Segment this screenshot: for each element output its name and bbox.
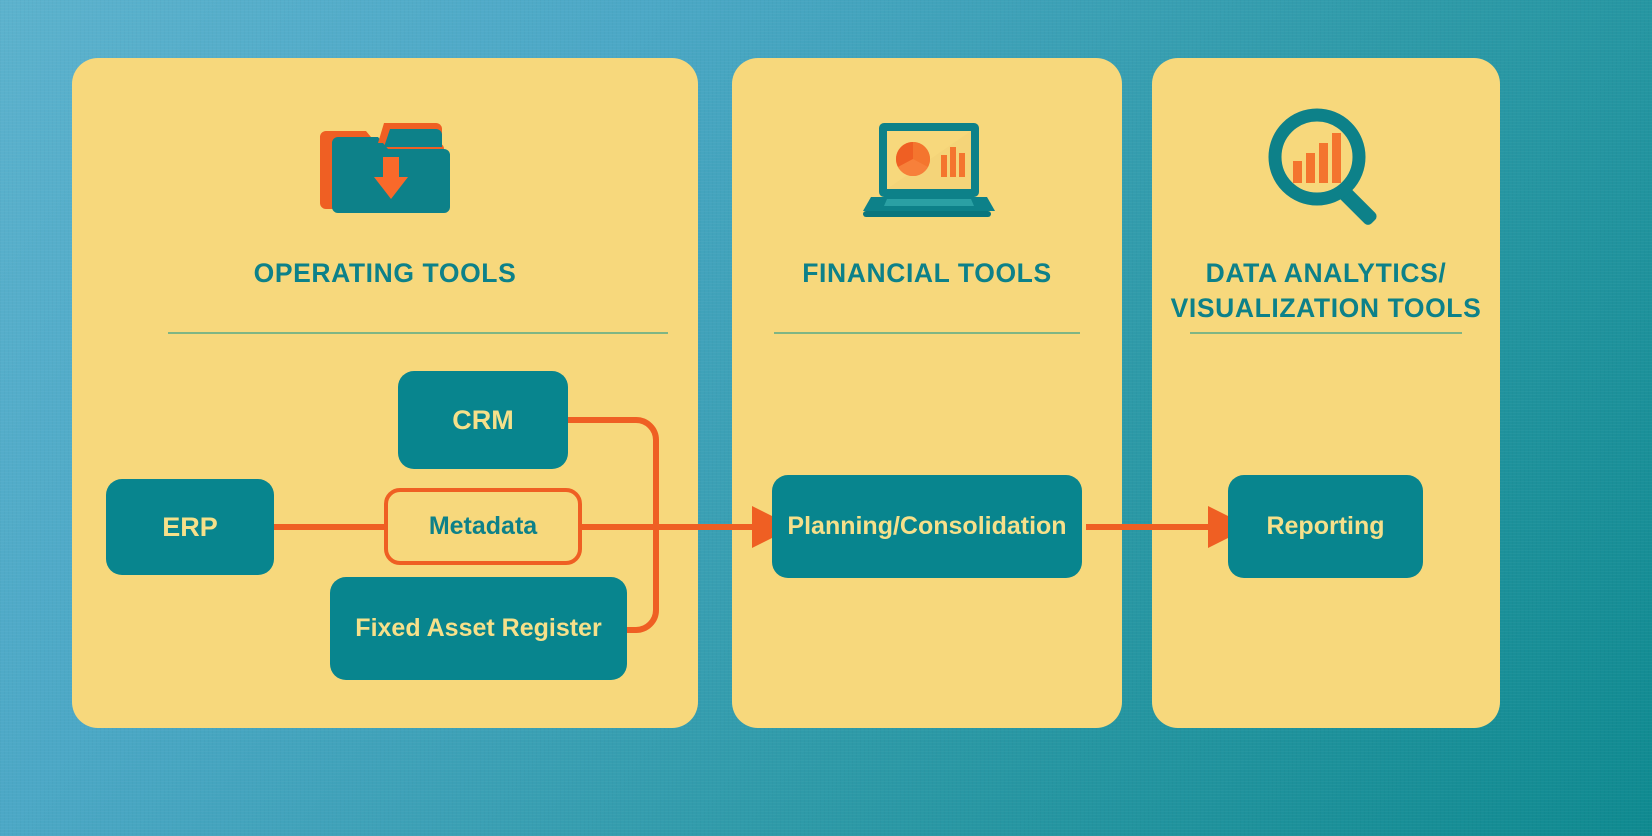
panel-title-data-analytics-visualization-tools: DATA ANALYTICS/ VISUALIZATION TOOLS bbox=[1152, 256, 1500, 326]
node-fixed-asset-register[interactable]: Fixed Asset Register bbox=[330, 577, 627, 680]
node-crm[interactable]: CRM bbox=[398, 371, 568, 469]
node-planning-consolidation[interactable]: Planning/Consolidation bbox=[772, 475, 1082, 578]
folder-download-icon bbox=[72, 102, 698, 232]
node-reporting[interactable]: Reporting bbox=[1228, 475, 1423, 578]
panel-title-operating-tools: OPERATING TOOLS bbox=[253, 258, 517, 288]
laptop-charts-icon bbox=[732, 102, 1122, 232]
panel-data-analytics-visualization-tools: DATA ANALYTICS/ VISUALIZATION TOOLS bbox=[1152, 58, 1500, 728]
panel-title-line-2: VISUALIZATION TOOLS bbox=[1170, 292, 1482, 323]
magnifier-bar-chart-icon bbox=[1152, 102, 1500, 232]
panel-divider bbox=[1190, 332, 1462, 334]
panel-financial-tools: FINANCIAL TOOLS bbox=[732, 58, 1122, 728]
node-metadata[interactable]: Metadata bbox=[384, 488, 582, 565]
panel-divider bbox=[168, 332, 668, 334]
panel-title-line-1: DATA ANALYTICS/ bbox=[1205, 258, 1447, 288]
panel-title-financial-tools: FINANCIAL TOOLS bbox=[802, 258, 1052, 288]
node-erp[interactable]: ERP bbox=[106, 479, 274, 575]
panel-divider bbox=[774, 332, 1080, 334]
